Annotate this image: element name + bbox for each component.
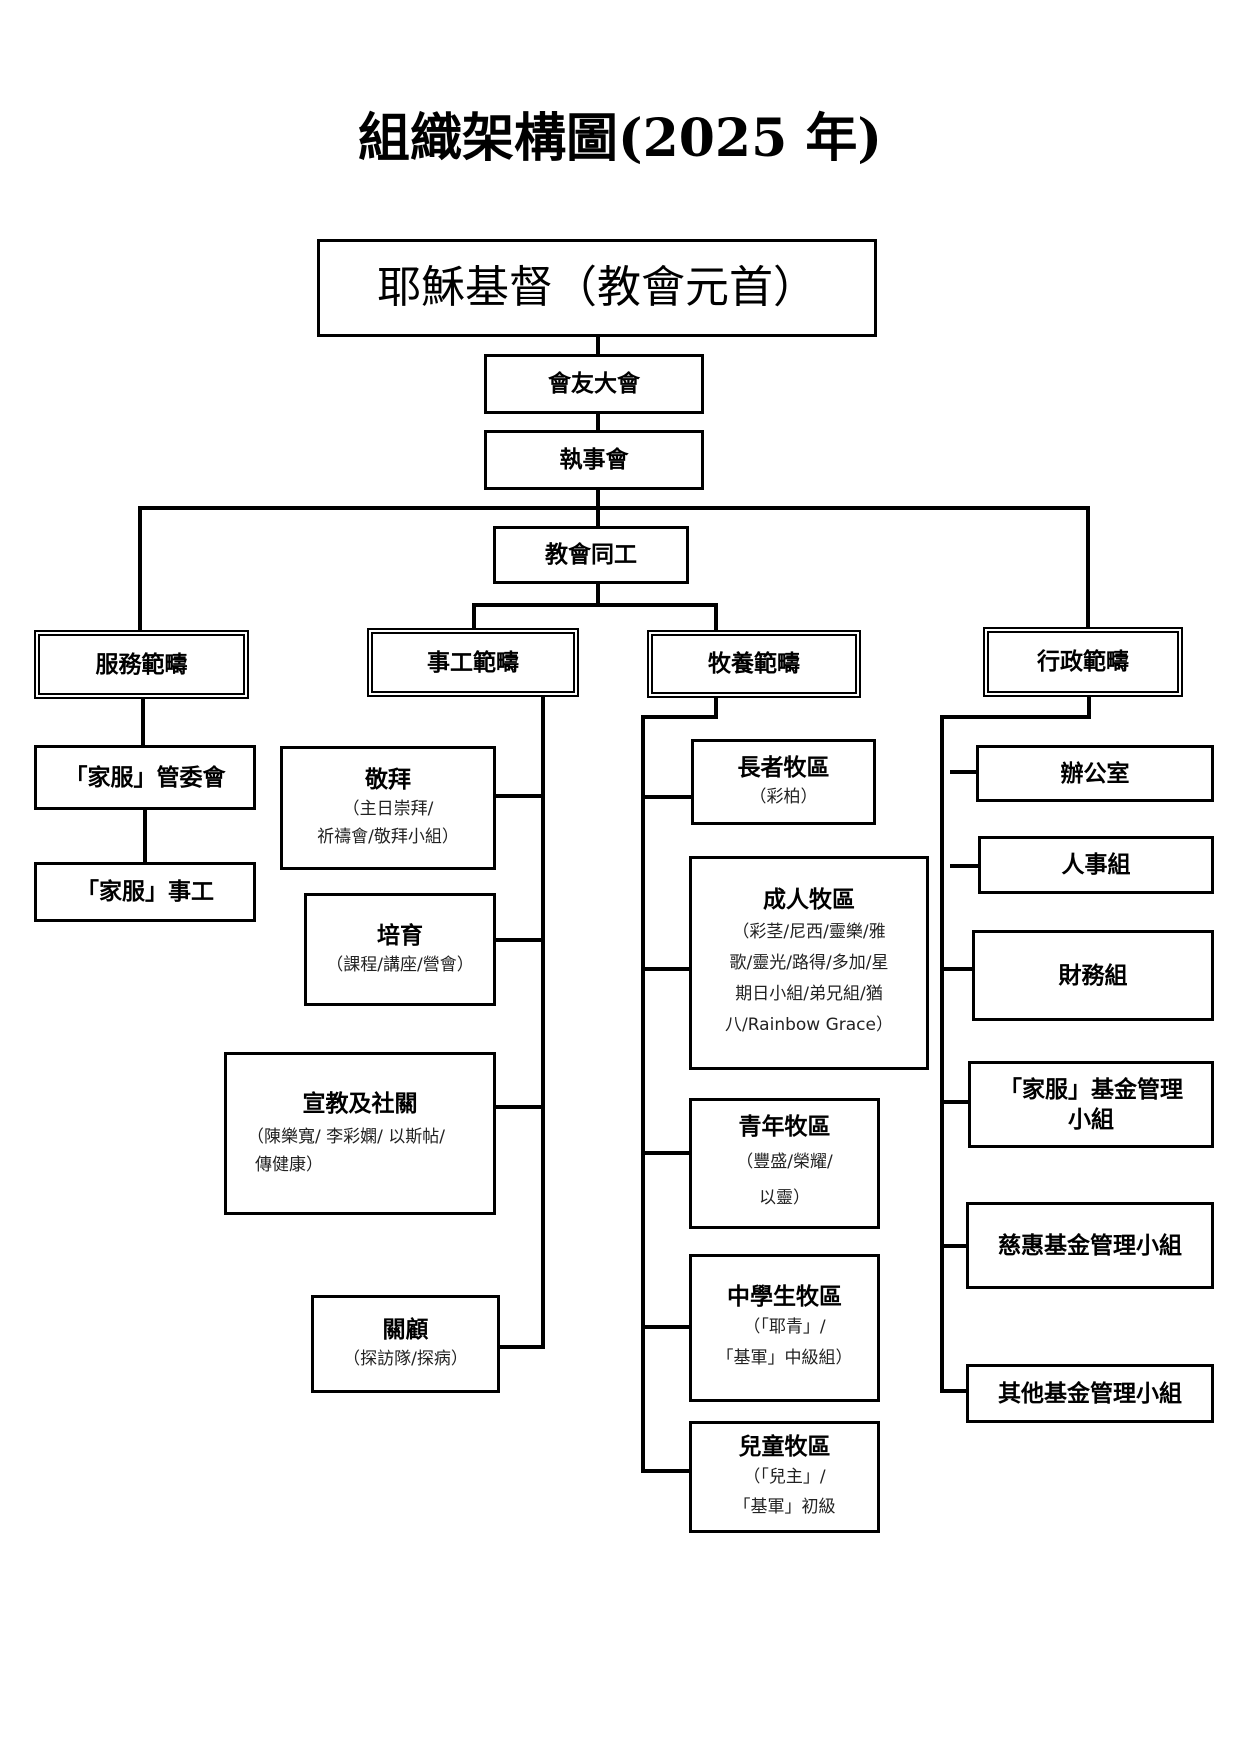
pastoral-elder-box: 長者牧區 （彩柏） bbox=[691, 739, 876, 825]
pastoral-elder-title: 長者牧區 bbox=[737, 755, 830, 781]
ministry-worship-box: 敬拜 （主日崇拜/ 祈禱會/敬拜小組） bbox=[280, 746, 496, 870]
admin-domain-label: 行政範疇 bbox=[1037, 649, 1129, 675]
service-domain-label: 服務範疇 bbox=[95, 651, 188, 678]
ministry-domain-label: 事工範疇 bbox=[427, 649, 519, 676]
ministry-worship-sub: （主日崇拜/ bbox=[342, 799, 434, 819]
admin-family-fund-label: 「家服」基金管理小組 bbox=[999, 1076, 1183, 1133]
ministry-care-title: 關顧 bbox=[382, 1317, 429, 1343]
ministry-nurture-box: 培育 （課程/講座/營會） bbox=[304, 893, 496, 1006]
admin-family-fund-box: 「家服」基金管理小組 bbox=[968, 1061, 1214, 1148]
ministry-mission-title: 宣教及社關 bbox=[302, 1090, 418, 1117]
ministry-mission-box: 宣教及社關 （陳樂寬/ 李彩嫻/ 以斯帖/ 傳健康） bbox=[224, 1052, 496, 1215]
pastoral-children-sub: 「基軍」初級 bbox=[733, 1497, 836, 1517]
ministry-mission-sub: 傳健康） bbox=[255, 1154, 323, 1175]
admin-finance-box: 財務組 bbox=[972, 930, 1214, 1021]
pastoral-domain-label: 牧養範疇 bbox=[708, 651, 800, 677]
pastoral-children-sub: （「兒主」/ bbox=[743, 1467, 826, 1487]
pastoral-children-title: 兒童牧區 bbox=[738, 1434, 831, 1460]
ministry-domain-box: 事工範疇 bbox=[367, 628, 579, 697]
admin-charity-fund-label: 慈惠基金管理小組 bbox=[998, 1232, 1182, 1259]
admin-office-label: 辦公室 bbox=[1060, 760, 1130, 787]
admin-charity-fund-box: 慈惠基金管理小組 bbox=[966, 1202, 1214, 1289]
general-meeting-label: 會友大會 bbox=[548, 371, 640, 397]
pastoral-adult-sub: 期日小組/弟兄組/猶 bbox=[735, 984, 883, 1004]
ministry-nurture-title: 培育 bbox=[377, 922, 423, 949]
head-label: 耶穌基督（教會元首） bbox=[377, 262, 817, 313]
ministry-worship-title: 敬拜 bbox=[365, 767, 411, 793]
staff-label: 教會同工 bbox=[545, 542, 637, 568]
pastoral-adult-title: 成人牧區 bbox=[763, 887, 855, 913]
admin-personnel-box: 人事組 bbox=[978, 836, 1214, 894]
pastoral-youth-box: 青年牧區 （豐盛/榮耀/ 以靈） bbox=[689, 1098, 880, 1229]
deacon-board-label: 執事會 bbox=[559, 447, 629, 473]
admin-other-fund-box: 其他基金管理小組 bbox=[966, 1364, 1214, 1423]
admin-other-fund-label: 其他基金管理小組 bbox=[998, 1380, 1182, 1407]
pastoral-secondary-sub: 「基軍」中級組） bbox=[716, 1348, 853, 1368]
staff-box: 教會同工 bbox=[493, 526, 689, 584]
general-meeting-box: 會友大會 bbox=[484, 354, 704, 414]
pastoral-adult-sub: （彩茎/尼西/靈樂/雅 bbox=[732, 922, 886, 942]
ministry-worship-sub: 祈禱會/敬拜小組） bbox=[317, 827, 459, 847]
pastoral-secondary-title: 中學生牧區 bbox=[727, 1284, 842, 1310]
head-box: 耶穌基督（教會元首） bbox=[317, 239, 877, 337]
family-service-committee-label: 「家服」管委會 bbox=[64, 764, 226, 791]
pastoral-youth-sub: 以靈） bbox=[759, 1187, 810, 1208]
family-service-work-label: 「家服」事工 bbox=[76, 879, 214, 905]
family-service-committee-box: 「家服」管委會 bbox=[34, 745, 256, 810]
pastoral-adult-sub: 八/Rainbow Grace） bbox=[725, 1015, 893, 1035]
admin-finance-label: 財務組 bbox=[1058, 962, 1128, 989]
deacon-board-box: 執事會 bbox=[484, 430, 704, 490]
pastoral-youth-sub: （豐盛/榮耀/ bbox=[736, 1151, 833, 1172]
family-service-work-box: 「家服」事工 bbox=[34, 862, 256, 922]
admin-personnel-label: 人事組 bbox=[1061, 852, 1131, 878]
pastoral-adult-sub: 歌/靈光/路得/多加/星 bbox=[729, 953, 889, 973]
admin-domain-box: 行政範疇 bbox=[983, 627, 1183, 697]
ministry-nurture-sub: （課程/講座/營會） bbox=[326, 954, 474, 975]
pastoral-domain-box: 牧養範疇 bbox=[647, 630, 861, 698]
pastoral-adult-box: 成人牧區 （彩茎/尼西/靈樂/雅 歌/靈光/路得/多加/星 期日小組/弟兄組/猶… bbox=[689, 856, 929, 1070]
ministry-care-box: 關顧 （探訪隊/探病） bbox=[311, 1295, 500, 1393]
admin-office-box: 辦公室 bbox=[976, 745, 1214, 802]
ministry-mission-sub: （陳樂寬/ 李彩嫻/ 以斯帖/ bbox=[247, 1126, 445, 1147]
page-title: 組織架構圖(2025 年) bbox=[357, 108, 883, 169]
pastoral-children-box: 兒童牧區 （「兒主」/ 「基軍」初級 bbox=[689, 1421, 880, 1533]
pastoral-secondary-sub: （「耶青」/ bbox=[743, 1317, 826, 1337]
pastoral-secondary-box: 中學生牧區 （「耶青」/ 「基軍」中級組） bbox=[689, 1254, 880, 1402]
ministry-care-sub: （探訪隊/探病） bbox=[343, 1349, 468, 1369]
pastoral-youth-title: 青年牧區 bbox=[738, 1113, 831, 1140]
service-domain-box: 服務範疇 bbox=[34, 630, 249, 699]
pastoral-elder-sub: （彩柏） bbox=[749, 787, 818, 807]
